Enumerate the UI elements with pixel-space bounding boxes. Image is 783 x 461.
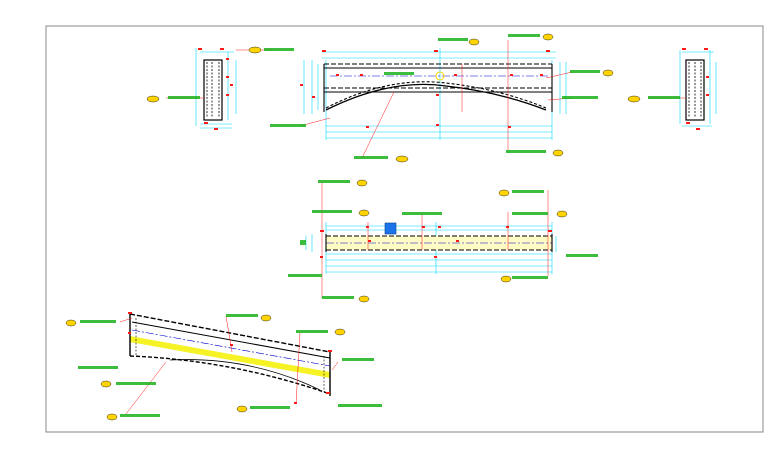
plan-view-leaders: [321, 182, 549, 298]
front-view-dimensions: [303, 48, 567, 140]
iso-callout-4[interactable]: [342, 358, 374, 361]
front-view-beam: [323, 63, 553, 112]
balloon-icon: [358, 295, 370, 303]
balloon-icon: [498, 189, 510, 197]
balloon-icon: [65, 319, 77, 327]
section-right-dimensions: [679, 50, 717, 127]
balloon-icon: [556, 210, 568, 218]
section-right-hidden: [688, 62, 702, 118]
balloon-icon: [468, 38, 480, 46]
section-view-left[interactable]: [146, 46, 294, 130]
section-right-markers: [682, 48, 709, 130]
isometric-markers: [128, 312, 332, 404]
front-elevation-view[interactable]: [270, 33, 614, 163]
balloon-icon: [542, 33, 554, 41]
section-left-callout-1[interactable]: [146, 95, 204, 103]
iso-callout-6[interactable]: [100, 380, 156, 388]
front-view-callout-bottom-left[interactable]: [270, 124, 306, 127]
plan-view-callout-9[interactable]: [322, 295, 370, 303]
front-view-callout-right-2[interactable]: [562, 96, 598, 99]
balloon-icon: [627, 95, 641, 103]
front-view-callout-top[interactable]: [438, 38, 480, 46]
plan-view-callout-7[interactable]: [500, 275, 548, 283]
balloon-icon: [106, 413, 118, 421]
balloon-icon: [358, 209, 370, 217]
iso-callout-7[interactable]: [106, 413, 160, 421]
plan-view-callout-2[interactable]: [312, 209, 370, 217]
balloon-icon: [500, 275, 512, 283]
balloon-icon: [334, 328, 346, 336]
iso-callout-9[interactable]: [338, 404, 382, 407]
iso-callout-8[interactable]: [236, 405, 290, 413]
plan-view-callout-6[interactable]: [566, 254, 598, 257]
balloon-icon: [146, 95, 160, 103]
plan-view-dimensions: [305, 222, 557, 274]
balloon-icon: [395, 155, 409, 163]
plan-view-callout-8[interactable]: [288, 240, 322, 277]
balloon-icon: [356, 179, 368, 187]
iso-callout-3[interactable]: [296, 328, 346, 336]
sheet-border: [45, 25, 764, 433]
section-left-outline: [203, 59, 223, 121]
iso-callout-2[interactable]: [226, 314, 272, 322]
square-grip-icon[interactable]: [384, 222, 397, 235]
plan-view-beam: [325, 234, 553, 252]
front-view-callout-topright[interactable]: [508, 33, 554, 41]
section-right-outline: [685, 59, 705, 121]
isometric-view[interactable]: [65, 312, 382, 421]
balloon-icon: [260, 314, 272, 322]
balloon-icon: [248, 46, 262, 54]
plan-view-callout-5[interactable]: [512, 210, 568, 218]
plan-view-callout-4[interactable]: [498, 189, 544, 197]
balloon-icon: [100, 380, 112, 388]
front-view-callout-bottom[interactable]: [354, 155, 409, 163]
balloon-icon: [602, 69, 614, 77]
section-left-markers: [198, 48, 233, 130]
front-view-markers: [300, 50, 550, 128]
balloon-icon: [236, 405, 248, 413]
plan-view-callout-1[interactable]: [318, 179, 368, 187]
iso-callout-1[interactable]: [65, 319, 116, 327]
plan-view-markers: [320, 226, 552, 258]
balloon-icon: [552, 149, 564, 157]
iso-callout-5[interactable]: [78, 366, 118, 369]
front-view-callout-right-1[interactable]: [570, 69, 614, 77]
front-view-callout-mid[interactable]: [384, 72, 414, 75]
section-left-callout-2[interactable]: [236, 46, 294, 54]
section-view-right[interactable]: [627, 48, 717, 130]
plan-view[interactable]: [288, 179, 598, 303]
section-left-hidden: [206, 62, 220, 118]
isometric-centerline: [131, 329, 331, 367]
front-view-center-marker: [435, 71, 445, 81]
plan-view-callout-3[interactable]: [402, 212, 442, 215]
isometric-beam: [129, 313, 331, 396]
front-view-callout-bottom-right[interactable]: [506, 149, 564, 157]
section-right-callout[interactable]: [627, 95, 686, 103]
